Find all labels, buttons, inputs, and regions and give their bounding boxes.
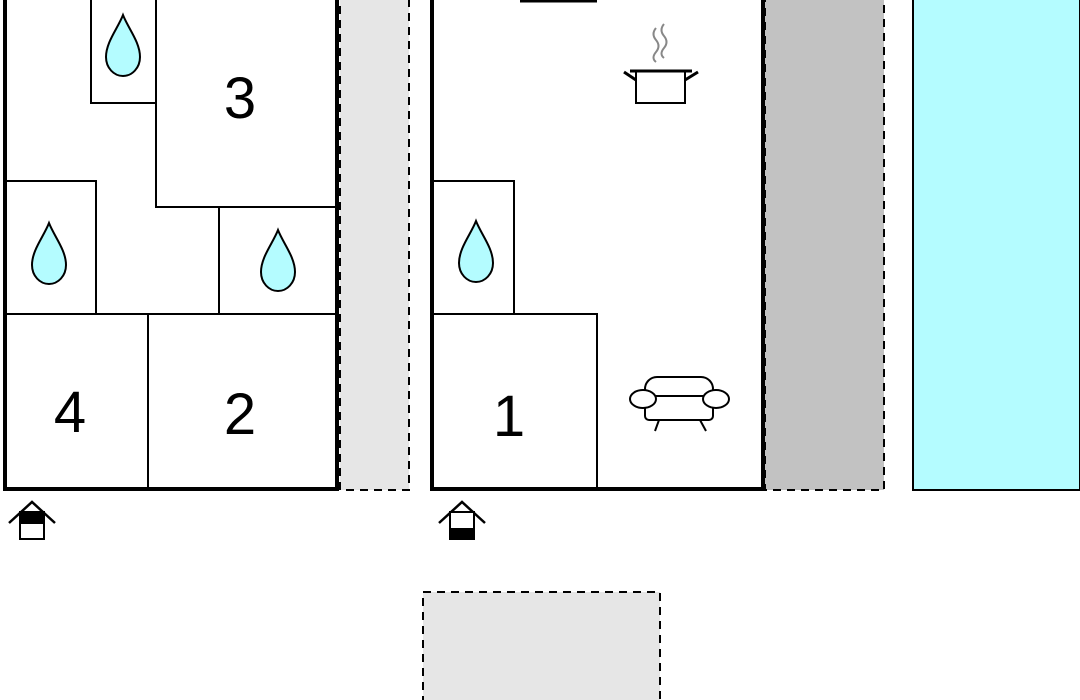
water-drop-icon [30,220,68,286]
right-unit [430,0,765,491]
terrace-right [764,0,885,491]
room-3-label: 3 [224,66,256,131]
cooking-pot-icon [623,23,699,104]
room-4-label: 4 [54,380,86,445]
house-entrance-icon [8,500,56,540]
house-entrance-icon [438,500,486,540]
swimming-pool [912,0,1080,491]
water-drop-icon [457,218,495,284]
left-unit [3,0,339,491]
terrace-bottom [422,591,661,700]
room-2-label: 2 [224,382,256,447]
room-1-label: 1 [493,384,525,449]
terrace-left [339,0,410,491]
sofa-icon [629,376,730,432]
water-drop-icon [259,227,297,293]
water-drop-icon [104,12,142,78]
